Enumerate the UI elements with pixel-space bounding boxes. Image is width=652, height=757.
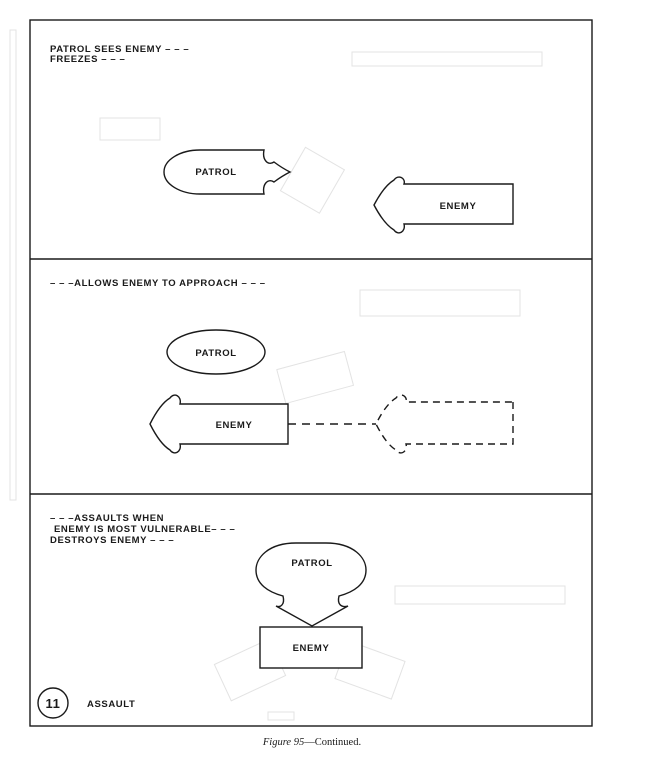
enemy-previous-position-outline [375, 394, 514, 454]
patrol-label: PATROL [195, 348, 236, 359]
panel-assault-line-1: – – –ASSAULTS WHEN [50, 513, 164, 524]
step-number: 11 [46, 696, 61, 711]
step-title: ASSAULT [87, 699, 135, 710]
enemy-label: ENEMY [293, 643, 330, 654]
enemy-arrow [149, 394, 289, 454]
figure-caption: Figure 95—Continued. [262, 737, 361, 748]
panel-freeze-line-2: FREEZES – – – [50, 54, 125, 65]
panel-freeze: PATROL SEES ENEMY – – – FREEZES – – – PA… [50, 44, 514, 234]
enemy-arrow [373, 176, 514, 234]
panel-assault-line-3: DESTROYS ENEMY – – – [50, 535, 174, 546]
patrol-arrow [163, 149, 292, 195]
enemy-box [259, 626, 363, 669]
caption-suffix: —Continued. [303, 737, 361, 748]
figure-frame [29, 19, 593, 727]
patrol-oval [166, 329, 266, 375]
patrol-label: PATROL [291, 558, 332, 569]
panel-approach: – – –ALLOWS ENEMY TO APPROACH – – – PATR… [50, 278, 514, 454]
panel-assault-line-2: ENEMY IS MOST VULNERABLE– – – [54, 524, 235, 535]
panel-freeze-line-1: PATROL SEES ENEMY – – – [50, 44, 189, 55]
bleed-through [9, 29, 566, 721]
patrol-arrow-down [255, 542, 367, 627]
caption-figure-number: Figure 95 [262, 737, 304, 748]
panel-approach-line-1: – – –ALLOWS ENEMY TO APPROACH – – – [50, 278, 266, 289]
patrol-label: PATROL [195, 167, 236, 178]
enemy-label: ENEMY [216, 420, 253, 431]
step-number-badge [37, 687, 69, 719]
panel-assault: – – –ASSAULTS WHEN ENEMY IS MOST VULNERA… [37, 513, 367, 719]
enemy-label: ENEMY [440, 201, 477, 212]
